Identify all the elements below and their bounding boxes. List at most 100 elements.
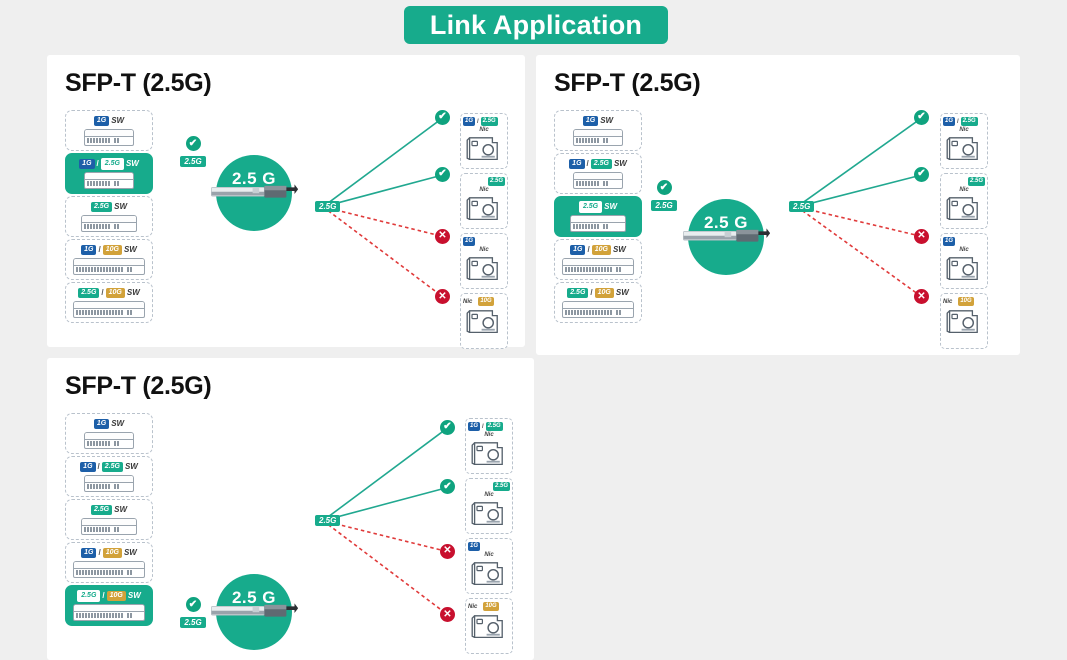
switch-port (115, 570, 117, 576)
speed-badge-2_5g: 2.5G (492, 482, 510, 491)
switch-port-row (82, 223, 136, 231)
switch-port (582, 138, 584, 144)
switch-port (115, 310, 117, 316)
link-hub-badge: 2.5G (315, 200, 341, 212)
link-status-fail-icon: ✕ (435, 289, 450, 304)
switch-port (105, 441, 107, 447)
nic-card-graphic (471, 612, 507, 640)
sfp-module-circle: 2.5 G (683, 199, 771, 275)
nic-card-graphic (471, 439, 507, 467)
switch-port (97, 310, 99, 316)
speed-badge-10g: 10G (102, 244, 122, 255)
switch-port (108, 138, 110, 144)
switch-port (93, 484, 95, 490)
nic-label-row: 2.5G (943, 177, 985, 186)
switch-port (90, 441, 92, 447)
nic-card-graphic (466, 194, 502, 222)
switch-suffix-label: SW (600, 116, 614, 125)
switch-port (595, 267, 597, 273)
switch-port (118, 613, 120, 619)
switch-suffix-label: SW (124, 462, 138, 471)
switch-port (96, 181, 98, 187)
link-status-fail-icon: ✕ (914, 289, 929, 304)
sfp-module-speed-label: 2.5 G (231, 587, 277, 607)
switch-port (574, 267, 576, 273)
speed-badge-2_5g: 2.5G (77, 589, 101, 602)
sfp-module-speed-label: 2.5 G (703, 212, 749, 232)
link-line-ok-1 (796, 174, 923, 208)
switch-device-graphic (84, 129, 134, 146)
switch-port (579, 181, 581, 187)
switch-chassis-top (74, 302, 144, 309)
switch-chassis-top (85, 130, 133, 137)
module-compat-indicator: ✔2.5G (173, 597, 213, 630)
switch-port (586, 267, 588, 273)
switch-chassis-top (74, 605, 144, 612)
switch-port (610, 310, 612, 316)
switch-port (598, 310, 600, 316)
switch-port (588, 138, 590, 144)
sfp-module-circle: 2.5 G (211, 155, 299, 231)
switch-port (109, 613, 111, 619)
switch-port (591, 224, 593, 230)
switch-port (105, 484, 107, 490)
switch-port (90, 181, 92, 187)
nic-label-row: 1G (468, 542, 510, 551)
speed-badge-1g: 1G (582, 115, 599, 126)
switch-port (85, 310, 87, 316)
switch-port (100, 613, 102, 619)
switch-port (105, 224, 107, 230)
switch-device-graphic (570, 215, 626, 232)
check-icon: ✔ (656, 180, 672, 195)
switch-port (117, 224, 119, 230)
check-icon: ✔ (185, 597, 201, 612)
badge-separator: / (96, 159, 99, 168)
switch-port (565, 267, 567, 273)
switch-port (88, 310, 90, 316)
switch-port (97, 570, 99, 576)
switch-device-graphic (84, 172, 134, 189)
switch-port (597, 224, 599, 230)
panel-title: SFP-T (2.5G) (554, 69, 701, 97)
nic-card-icon (466, 310, 498, 334)
switch-port (99, 138, 101, 144)
link-line-fail-2 (322, 206, 444, 238)
switch-port-row (85, 137, 133, 145)
link-status-ok-icon: ✔ (435, 109, 450, 125)
switch-port (76, 613, 78, 619)
switch-port (588, 181, 590, 187)
switch-port (97, 267, 99, 273)
switch-port (103, 613, 105, 619)
